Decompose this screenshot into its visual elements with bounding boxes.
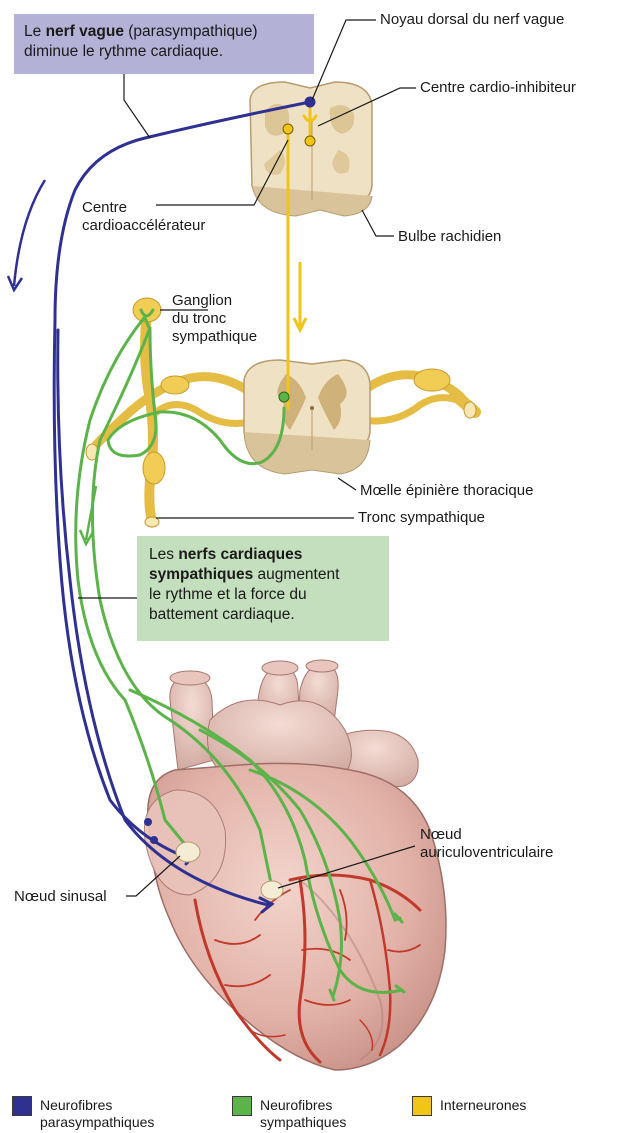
av-node [261,881,283,899]
sympa-bold-term-1: nerfs cardiaques [178,546,302,563]
parasympathetic-arrow [8,180,45,290]
sympathetic-nerves-callout: Les nerfs cardiaques sympathiques augmen… [137,536,389,641]
vagus-bold-term: nerf vague [46,23,124,40]
label-noyau-dorsal: Noyau dorsal du nerf vague [380,11,564,29]
legend-swatch-blue [12,1096,32,1116]
label-noeud-sinusal: Nœud sinusal [14,888,107,906]
interneuron-arrow [294,262,306,330]
label-tronc-sympathique: Tronc sympathique [358,509,485,527]
sympathetic-markers [279,392,289,402]
label-noeud-av: Nœud auriculoventriculaire [420,826,553,862]
label-centre-inhibiteur: Centre cardio-inhibiteur [420,79,576,97]
legend-swatch-green [232,1096,252,1116]
vagus-nerve-callout: Le nerf vague (parasympathique) diminue … [14,14,314,74]
sympa-bold-term-2: sympathiques [149,566,253,583]
label-bulbe-rachidien: Bulbe rachidien [398,228,501,246]
label-centre-accelerateur: Centre cardioaccélérateur [82,199,205,235]
label-ganglion: Ganglion du tronc sympathique [172,292,257,346]
legend-swatch-yellow [412,1096,432,1116]
heart [144,660,446,1070]
sinus-node [176,842,200,862]
label-moelle-epiniere: Mœlle épinière thoracique [360,482,533,500]
